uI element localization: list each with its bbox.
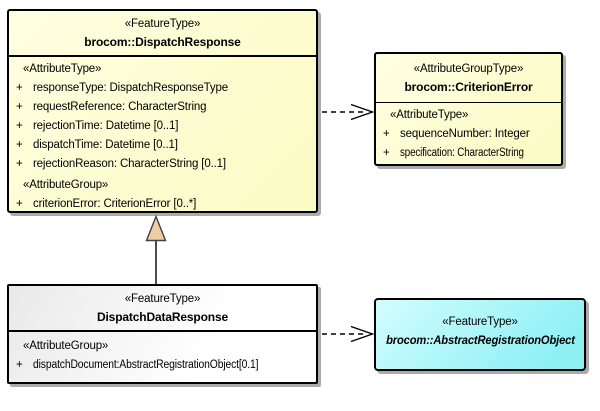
class-box-dispatch-data-response: «FeatureType» DispatchDataResponse «Attr… [7,284,318,384]
class-box-dispatch-response: «FeatureType» brocom::DispatchResponse «… [7,9,318,213]
attribute-text: requestReference: CharacterString [33,101,207,113]
stereotype-label: «FeatureType» [442,316,518,328]
visibility-marker: + [16,120,23,132]
class-header: «AttributeGroupType» brocom::CriterionEr… [376,54,561,103]
attribute-text: responseType: DispatchResponseType [33,82,228,94]
class-box-abstract-registration-object: «FeatureType» brocom::AbstractRegistrati… [374,298,586,371]
visibility-marker: + [383,147,390,159]
section-heading: «AttributeType» [23,63,102,75]
attribute-row: + rejectionReason: CharacterString [0..1] [9,155,316,174]
attribute-row: + responseType: DispatchResponseType [9,79,316,98]
class-header: «FeatureType» brocom::DispatchResponse [9,11,316,57]
attributes-compartment: «AttributeType» + sequenceNumber: Integer… [376,103,561,163]
class-name: brocom::AbstractRegistrationObject [376,331,584,350]
attribute-text: rejectionReason: CharacterString [0..1] [33,158,226,170]
visibility-marker: + [16,158,23,170]
section-heading: «AttributeGroup» [23,179,109,191]
visibility-marker: + [16,359,23,371]
class-name: DispatchDataResponse [96,310,229,324]
attribute-text: dispatchTime: Datetime [0..1] [33,139,178,151]
dependency-arrow-criterion-error [322,103,375,121]
attribute-row: + sequenceNumber: Integer [376,125,561,144]
class-name: brocom::CriterionError [404,80,533,94]
section-heading: «AttributeGroup» [23,340,109,352]
dependency-arrow-abstract-registration-object [322,325,375,343]
attribute-text: criterionError: CriterionError [0..*] [33,198,197,210]
stereotype-label: «FeatureType» [124,293,201,305]
class-header: «FeatureType» brocom::AbstractRegistrati… [376,300,584,350]
visibility-marker: + [16,82,23,94]
attribute-row: + dispatchDocument:AbstractRegistrationOb… [9,356,316,375]
stereotype-label: «FeatureType» [124,18,201,30]
section-heading: «AttributeType» [390,109,469,121]
class-header: «FeatureType» DispatchDataResponse [9,286,316,332]
attribute-text: dispatchDocument:AbstractRegistrationObj… [33,359,259,371]
attribute-row: + specification: CharacterString [376,144,561,163]
attribute-row: + dispatchTime: Datetime [0..1] [9,136,316,155]
visibility-marker: + [16,198,23,210]
attribute-text: rejectionTime: Datetime [0..1] [33,120,179,132]
visibility-marker: + [16,101,23,113]
visibility-marker: + [383,128,390,140]
class-name: brocom::DispatchResponse [84,35,241,49]
generalization-arrow [145,214,167,285]
attributes-compartment: «AttributeType» + responseType: DispatchR… [9,57,316,214]
attributes-compartment: «AttributeGroup» + dispatchDocument:Abstr… [9,332,316,375]
stereotype-label: «AttributeGroupType» [413,63,524,75]
attribute-row: + rejectionTime: Datetime [0..1] [9,117,316,136]
class-name-text: brocom::AbstractRegistrationObject [385,333,575,347]
attribute-text: specification: CharacterString [400,147,524,159]
class-box-criterion-error: «AttributeGroupType» brocom::CriterionEr… [374,52,563,166]
attribute-text: sequenceNumber: Integer [400,128,530,140]
visibility-marker: + [16,139,23,151]
attribute-row: + criterionError: CriterionError [0..*] [9,195,316,214]
attribute-row: + requestReference: CharacterString [9,98,316,117]
